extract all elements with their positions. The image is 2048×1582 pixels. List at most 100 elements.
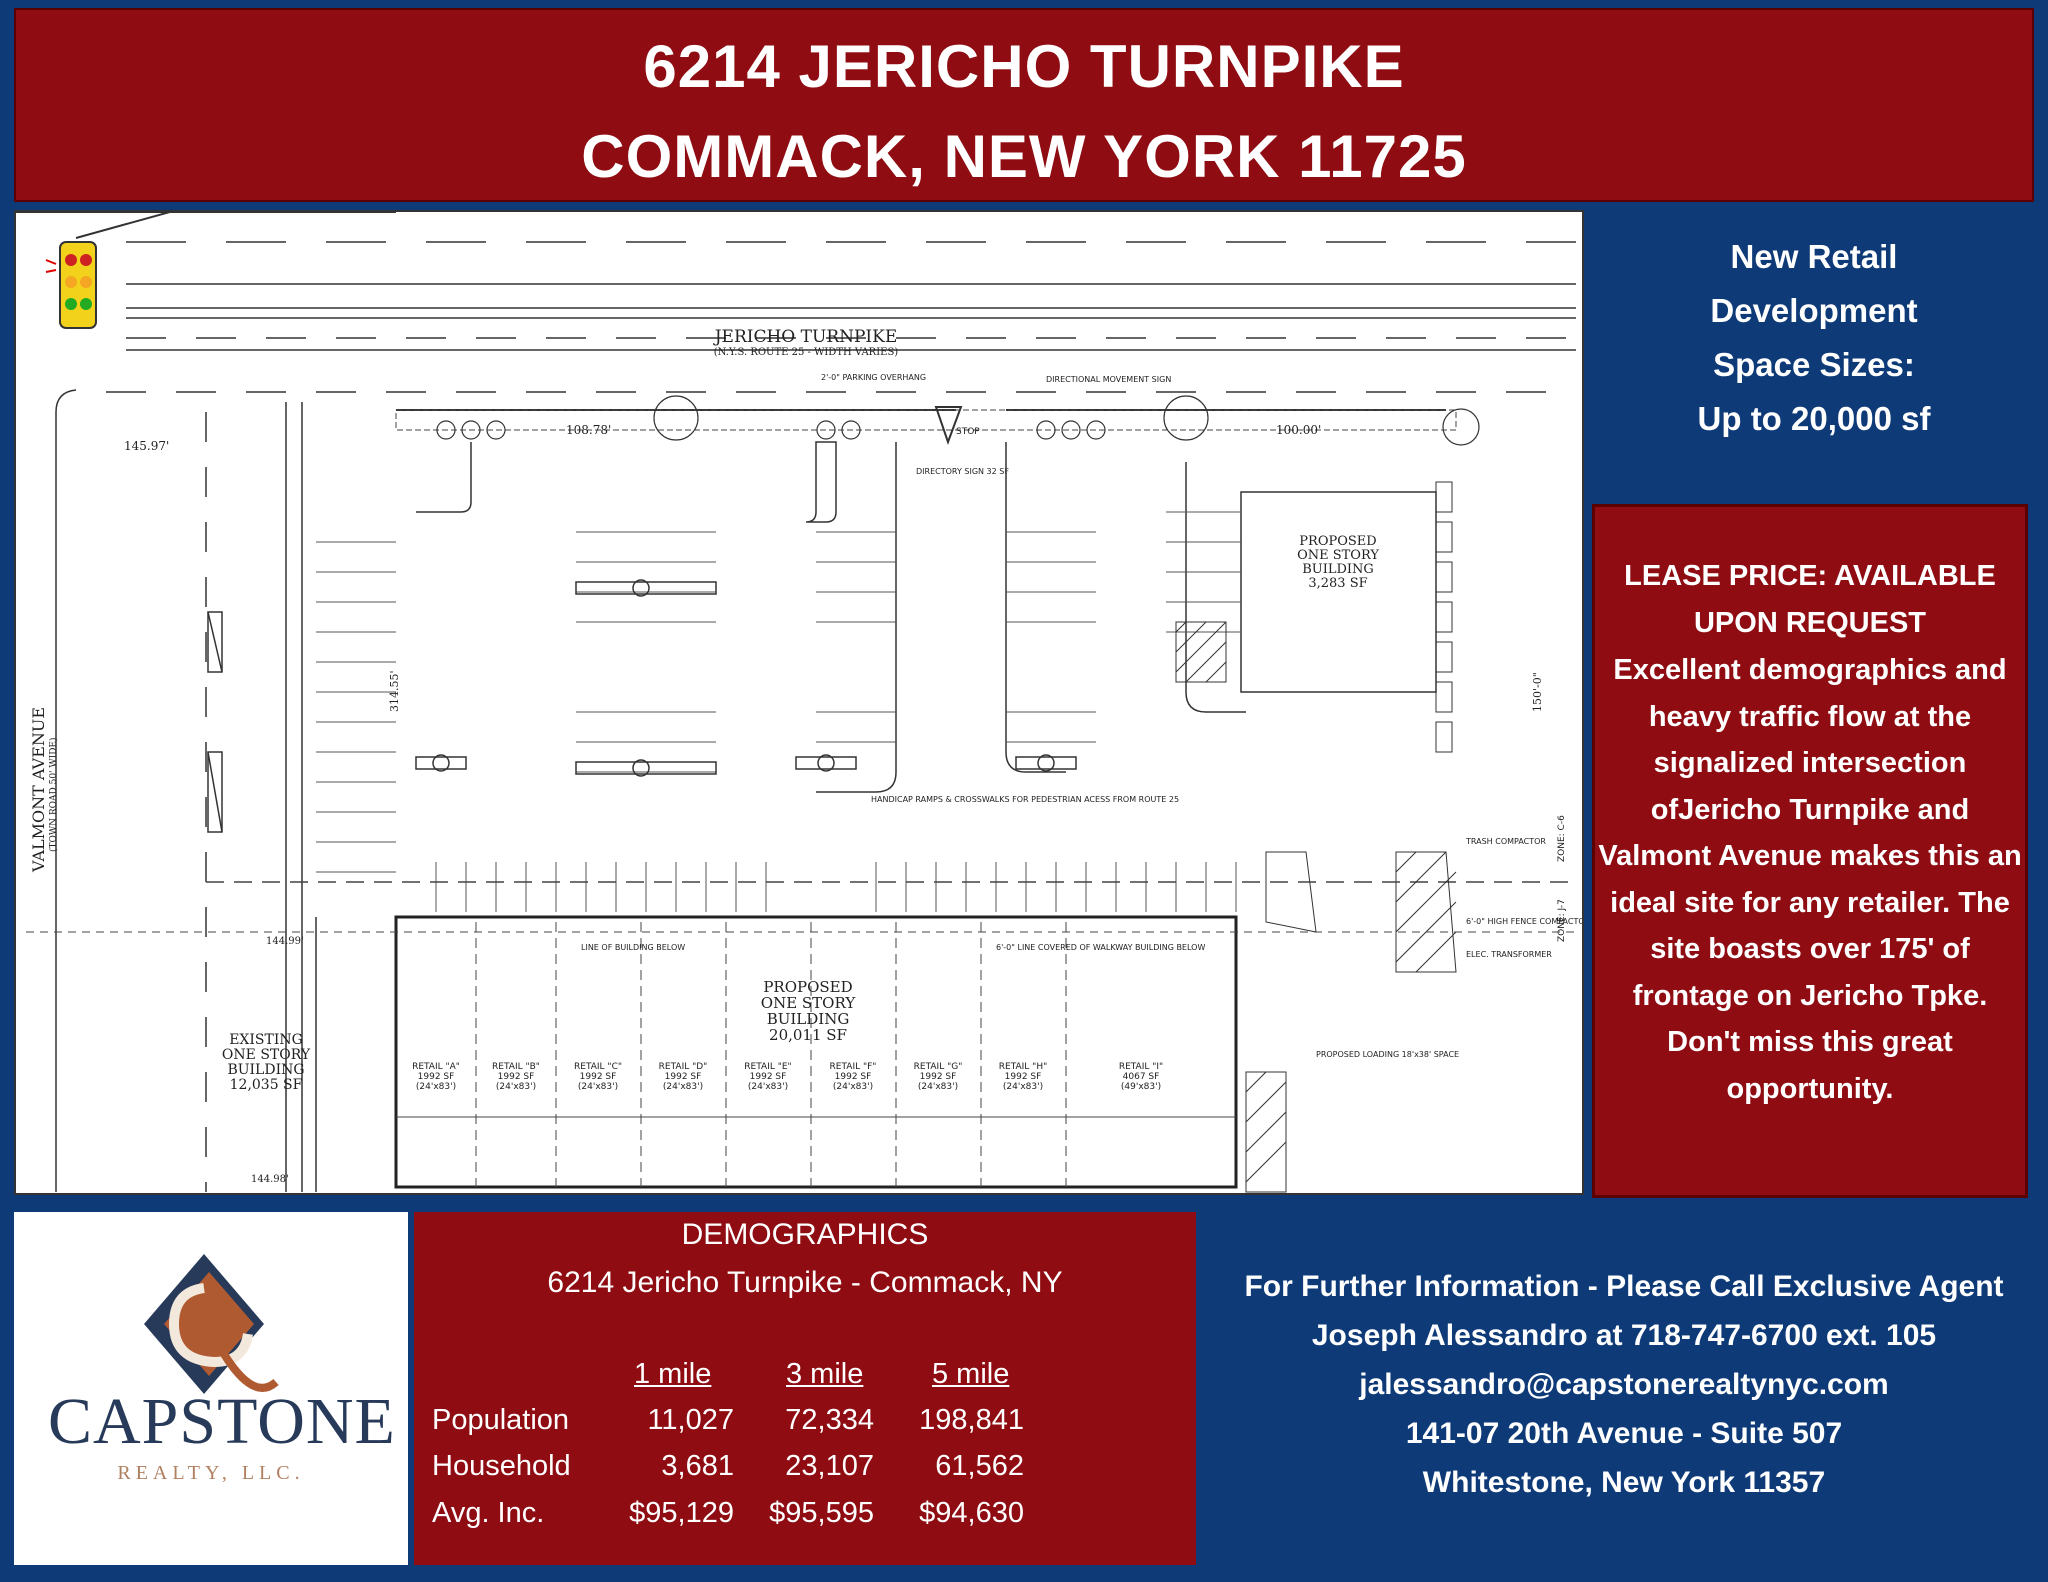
column-header-5-mile: 5 mile — [932, 1358, 1010, 1390]
contact-address-line2: Whitestone, New York 11357 — [1422, 1466, 1826, 1499]
demographics-address: 6214 Jericho Turnpike - Commack, NY — [547, 1266, 1063, 1299]
development-summary: New Retail Development Space Sizes: Up t… — [1594, 230, 2034, 470]
site-plan-svg: JERICHO TURNPIKE (N.Y.S. ROUTE 25 - WIDT… — [16, 212, 1584, 1193]
logo-subtitle: REALTY, LLC. — [117, 1462, 305, 1484]
svg-text:RETAIL "H": RETAIL "H" — [999, 1062, 1047, 1072]
retail-unit: RETAIL "E"1992 SF(24'x83') — [744, 1062, 791, 1092]
zone-label-2: ZONE: J-7 — [1557, 899, 1567, 942]
svg-text:(24'x83'): (24'x83') — [496, 1082, 536, 1092]
parking-islands — [416, 441, 1437, 793]
svg-text:RETAIL "D": RETAIL "D" — [659, 1062, 708, 1072]
svg-text:1992 SF: 1992 SF — [580, 1072, 617, 1082]
turnpike-road-lines — [106, 241, 1576, 393]
contact-line-cta: For Further Information - Please Call Ex… — [1244, 1270, 2004, 1303]
svg-text:BUILDING: BUILDING — [1302, 562, 1374, 577]
svg-text:RETAIL "A": RETAIL "A" — [412, 1062, 460, 1072]
note-directional-sign: DIRECTIONAL MOVEMENT SIGN — [1046, 375, 1171, 384]
svg-text:1992 SF: 1992 SF — [835, 1072, 872, 1082]
retail-unit: RETAIL "A"1992 SF(24'x83') — [412, 1062, 460, 1092]
lease-text-line: opportunity. — [1726, 1072, 1894, 1105]
cell-household-1: 3,681 — [661, 1450, 734, 1482]
note-parking-overhang: 2'-0" PARKING OVERHANG — [821, 373, 926, 382]
dim-144-98: 144.98' — [251, 1174, 289, 1185]
lease-text-line: Don't miss this great — [1667, 1026, 1953, 1058]
svg-text:(24'x83'): (24'x83') — [1003, 1082, 1043, 1092]
retail-unit-labels: RETAIL "A"1992 SF(24'x83') RETAIL "B"199… — [412, 1062, 1163, 1092]
lease-text-line: Excellent demographics and — [1613, 654, 2007, 686]
cell-income-3: $95,595 — [769, 1497, 874, 1529]
road-sub-label: (N.Y.S. ROUTE 25 - WIDTH VARIES) — [714, 347, 899, 358]
svg-text:(49'x83'): (49'x83') — [1121, 1082, 1161, 1092]
dim-150: 150'-0" — [1531, 672, 1544, 712]
summary-line-3: Space Sizes: — [1713, 346, 1915, 383]
dim-314-55: 314.55' — [388, 670, 401, 712]
svg-text:PROPOSED: PROPOSED — [1299, 534, 1376, 549]
svg-text:RETAIL "B": RETAIL "B" — [492, 1062, 540, 1072]
svg-text:(24'x83'): (24'x83') — [416, 1082, 456, 1092]
lease-text-line: site boasts over 175' of — [1650, 933, 1970, 965]
cell-population-5: 198,841 — [919, 1404, 1024, 1436]
svg-text:1992 SF: 1992 SF — [920, 1072, 957, 1082]
svg-text:(24'x83'): (24'x83') — [578, 1082, 618, 1092]
svg-text:(24'x83'): (24'x83') — [918, 1082, 958, 1092]
main-building-label: PROPOSED ONE STORY BUILDING 20,011 SF — [761, 978, 857, 1044]
zone-label-1: ZONE: C-6 — [1557, 815, 1567, 862]
svg-text:ONE STORY: ONE STORY — [222, 1047, 311, 1063]
dim-145-97: 145.97' — [124, 439, 169, 453]
row-label-household: Household — [432, 1450, 571, 1482]
svg-text:1992 SF: 1992 SF — [1005, 1072, 1042, 1082]
svg-text:RETAIL "C": RETAIL "C" — [574, 1062, 622, 1072]
note-handicap: HANDICAP RAMPS & CROSSWALKS FOR PEDESTRI… — [871, 795, 1179, 804]
retail-dividers — [475, 922, 1067, 1187]
cell-income-1: $95,129 — [629, 1497, 734, 1529]
svg-text:20,011 SF: 20,011 SF — [769, 1026, 847, 1044]
row-label-population: Population — [432, 1404, 570, 1436]
column-header-1-mile: 1 mile — [634, 1358, 712, 1390]
svg-text:RETAIL "F": RETAIL "F" — [830, 1062, 877, 1072]
valmont-road-lines — [55, 389, 303, 1192]
company-logo: CAPSTONE REALTY, LLC. — [14, 1212, 408, 1565]
retail-unit: RETAIL "F"1992 SF(24'x83') — [830, 1062, 877, 1092]
svg-text:ONE STORY: ONE STORY — [1297, 548, 1379, 563]
svg-text:RETAIL "E": RETAIL "E" — [744, 1062, 791, 1072]
side-road-sub-label: (TOWN ROAD 50' WIDE) — [48, 738, 59, 853]
summary-line-4: Up to 20,000 sf — [1697, 400, 1931, 437]
contact-info: For Further Information - Please Call Ex… — [1200, 1262, 2048, 1507]
lease-price-line1: LEASE PRICE: AVAILABLE — [1624, 560, 1996, 592]
svg-text:BUILDING: BUILDING — [227, 1062, 304, 1078]
contact-address-line1: 141-07 20th Avenue - Suite 507 — [1405, 1417, 1843, 1450]
retail-unit: RETAIL "I"4067 SF(49'x83') — [1119, 1062, 1163, 1092]
note-line-building: LINE OF BUILDING BELOW — [581, 943, 685, 952]
contact-email-link[interactable]: jalessandro@capstonerealtynyc.com — [1359, 1368, 1889, 1401]
note-directory-sign: DIRECTORY SIGN 32 SF — [916, 467, 1009, 476]
retail-unit: RETAIL "C"1992 SF(24'x83') — [574, 1062, 622, 1092]
lease-price: LEASE PRICE: AVAILABLE UPON REQUEST — [1595, 553, 2025, 647]
property-address-line2: COMMACK, NEW YORK 11725 — [581, 123, 1467, 190]
lease-description: Excellent demographics and heavy traffic… — [1585, 647, 2035, 1112]
cell-population-3: 72,334 — [785, 1404, 874, 1436]
svg-text:RETAIL "G": RETAIL "G" — [914, 1062, 963, 1072]
note-fence: 6'-0" HIGH FENCE COMPACTOR ENCLOSURE — [1466, 917, 1584, 926]
lease-text-line: ofJericho Turnpike and — [1650, 793, 1970, 826]
lease-text-line: ideal site for any retailer. The — [1610, 886, 2010, 919]
note-trash-compactor: TRASH COMPACTOR — [1465, 837, 1546, 846]
svg-text:BUILDING: BUILDING — [767, 1010, 850, 1028]
svg-text:1992 SF: 1992 SF — [665, 1072, 702, 1082]
retail-unit: RETAIL "D"1992 SF(24'x83') — [659, 1062, 708, 1092]
dim-100-00: 100.00' — [1276, 423, 1321, 437]
svg-text:(24'x83'): (24'x83') — [663, 1082, 703, 1092]
site-plan-drawing: JERICHO TURNPIKE (N.Y.S. ROUTE 25 - WIDT… — [14, 210, 1584, 1195]
svg-text:12,035 SF: 12,035 SF — [230, 1077, 303, 1093]
svg-text:1992 SF: 1992 SF — [750, 1072, 787, 1082]
east-building-label: PROPOSED ONE STORY BUILDING 3,283 SF — [1297, 534, 1379, 591]
cell-household-5: 61,562 — [935, 1450, 1024, 1482]
lease-price-line2: UPON REQUEST — [1693, 607, 1927, 639]
header-banner: 6214 JERICHO TURNPIKE COMMACK, NEW YORK … — [14, 8, 2034, 202]
hatch-areas — [1175, 621, 1457, 1193]
svg-text:RETAIL "I": RETAIL "I" — [1119, 1062, 1163, 1072]
side-road-label: VALMONT AVENUE — [29, 707, 48, 873]
svg-text:1992 SF: 1992 SF — [498, 1072, 535, 1082]
stop-arrow-icon — [934, 406, 963, 445]
dim-144-99: 144.99' — [266, 936, 304, 947]
contact-agent-phone[interactable]: Joseph Alessandro at 718-747-6700 ext. 1… — [1311, 1319, 1937, 1352]
